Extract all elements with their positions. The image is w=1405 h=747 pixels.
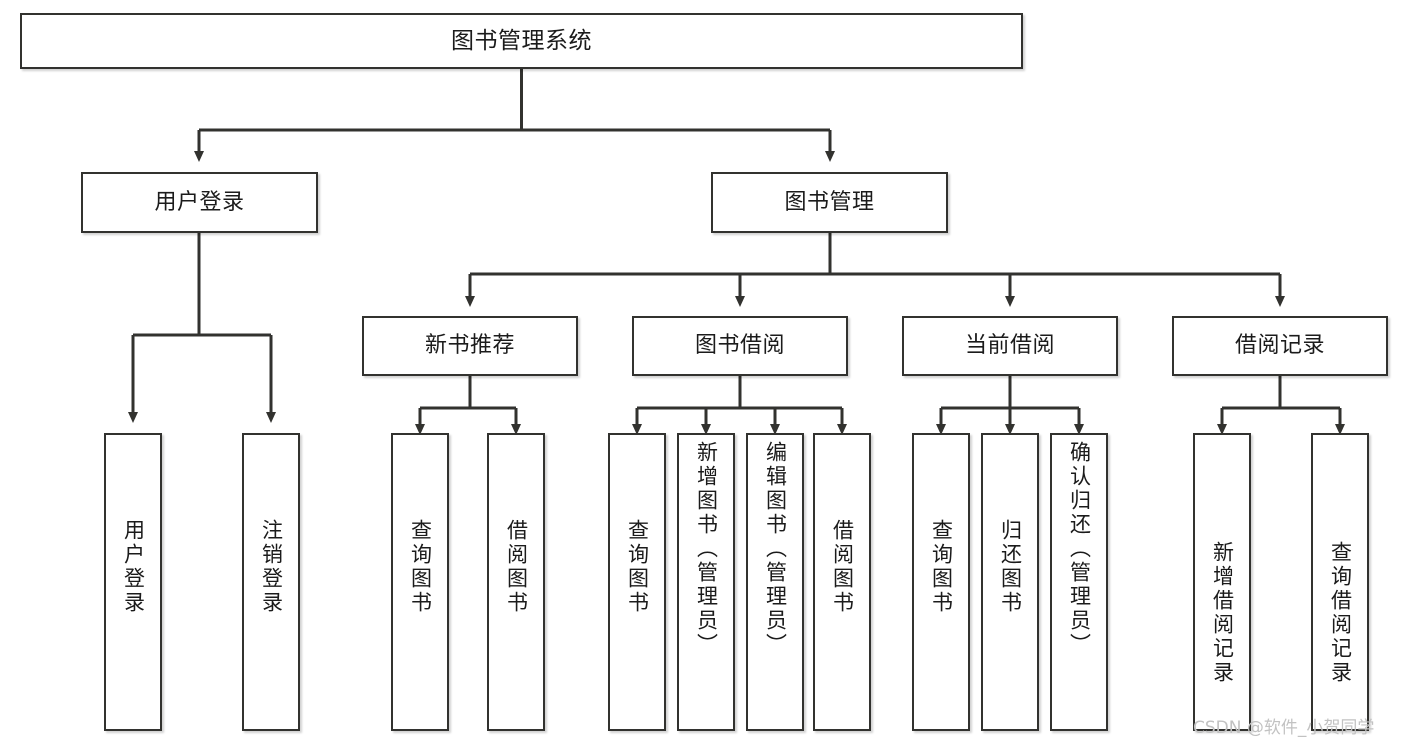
leaf-borrow-book-borrow[interactable]: 借阅图书 [813, 433, 871, 731]
leaf-query-borrow-record[interactable]: 查询借阅记录 [1311, 433, 1369, 731]
node-book-borrow[interactable]: 图书借阅 [632, 316, 848, 376]
node-borrow-record[interactable]: 借阅记录 [1172, 316, 1388, 376]
leaf-confirm-return-admin[interactable]: 确认归还（管理员） [1050, 433, 1108, 731]
node-label: 注销登录 [259, 519, 284, 615]
node-user-login[interactable]: 用户登录 [81, 172, 318, 233]
node-label: 图书借阅 [694, 333, 785, 358]
node-label: 用户登录 [154, 189, 245, 215]
node-current-borrow[interactable]: 当前借阅 [902, 316, 1118, 376]
leaf-add-borrow-record[interactable]: 新增借阅记录 [1193, 433, 1251, 731]
node-label: 图书管理 [784, 189, 875, 215]
node-new-book-recommend[interactable]: 新书推荐 [362, 316, 578, 376]
leaf-query-book-current[interactable]: 查询图书 [912, 433, 970, 731]
csdn-watermark: CSDN @软件_小贺同学 [1193, 718, 1375, 738]
leaf-query-book-recommend[interactable]: 查询图书 [391, 433, 449, 731]
node-label: 图书管理系统 [451, 27, 592, 54]
leaf-borrow-book-recommend[interactable]: 借阅图书 [487, 433, 545, 731]
node-label: 确认归还（管理员） [1067, 441, 1092, 657]
node-label: 新增借阅记录 [1210, 541, 1235, 685]
node-label: 查询图书 [625, 519, 650, 615]
node-label: 查询图书 [929, 519, 954, 615]
node-label: 归还图书 [998, 519, 1023, 615]
leaf-return-book[interactable]: 归还图书 [981, 433, 1039, 731]
leaf-query-book-borrow[interactable]: 查询图书 [608, 433, 666, 731]
node-label: 借阅记录 [1234, 333, 1325, 358]
node-book-management[interactable]: 图书管理 [711, 172, 948, 233]
node-root-book-management-system[interactable]: 图书管理系统 [20, 13, 1023, 69]
leaf-add-book-admin[interactable]: 新增图书（管理员） [677, 433, 735, 731]
node-label: 新增图书（管理员） [694, 441, 719, 657]
node-label: 查询借阅记录 [1328, 541, 1353, 685]
leaf-edit-book-admin[interactable]: 编辑图书（管理员） [746, 433, 804, 731]
node-label: 借阅图书 [504, 519, 529, 615]
node-label: 编辑图书（管理员） [763, 441, 788, 657]
node-label: 借阅图书 [830, 519, 855, 615]
leaf-user-login[interactable]: 用户登录 [104, 433, 162, 731]
leaf-user-logout[interactable]: 注销登录 [242, 433, 300, 731]
node-label: 用户登录 [121, 519, 146, 615]
node-label: 查询图书 [408, 519, 433, 615]
node-label: 当前借阅 [964, 333, 1055, 358]
node-label: 新书推荐 [424, 333, 515, 358]
